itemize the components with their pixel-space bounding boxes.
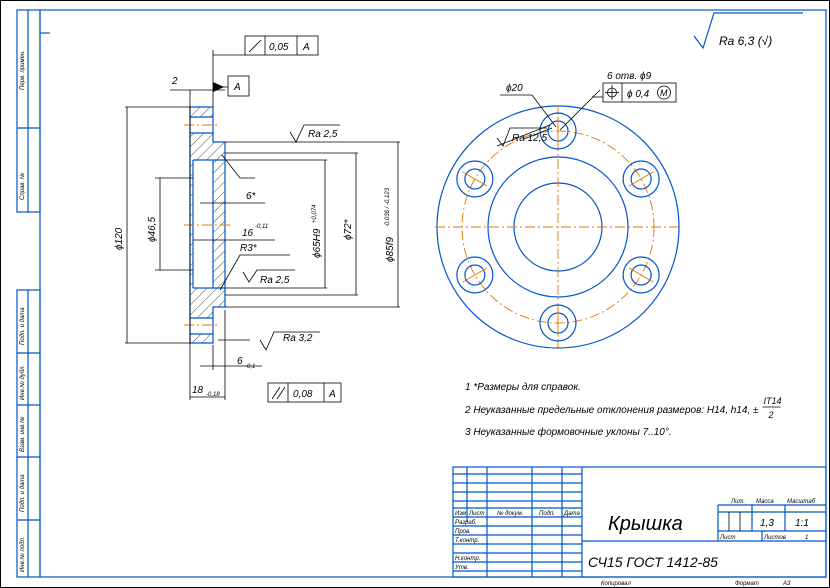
- svg-text:Ra 6,3 (√): Ra 6,3 (√): [719, 34, 772, 48]
- svg-text:2: 2: [171, 76, 178, 87]
- svg-text:-0,11: -0,11: [255, 224, 268, 230]
- side-stamp: Перв. примен. Справ. № Подп. и дата Инв.…: [16, 9, 50, 578]
- svg-text:ϕ120: ϕ120: [114, 227, 125, 250]
- note2-fraction: IT14 2: [762, 396, 782, 420]
- svg-text:6 отв. ϕ9: 6 отв. ϕ9: [607, 71, 652, 82]
- svg-text:ϕ20: ϕ20: [506, 83, 523, 94]
- svg-text:Пров.: Пров.: [455, 529, 471, 535]
- bolt-hole: [539, 304, 577, 342]
- svg-text:Н.контр.: Н.контр.: [455, 556, 480, 562]
- svg-text:Подп.: Подп.: [539, 511, 555, 517]
- roughness-top: Ra 2,5: [289, 124, 340, 143]
- bolt-hole: [622, 256, 660, 294]
- svg-text:-0,1: -0,1: [245, 364, 255, 370]
- stamp-label: Справ. №: [19, 172, 26, 200]
- svg-text:ϕ46,5: ϕ46,5: [147, 217, 158, 242]
- svg-text:ϕ85f9: ϕ85f9: [385, 237, 396, 262]
- svg-text:Ra 2,5: Ra 2,5: [308, 129, 338, 140]
- svg-text:1:1: 1:1: [795, 518, 809, 529]
- svg-text:A3: A3: [782, 581, 791, 587]
- svg-text:Изм: Изм: [455, 511, 466, 517]
- stamp-label: Взам. инв.№: [19, 416, 26, 452]
- title-block: Изм Лист № докум. Подп. Дата Разраб. Про…: [452, 466, 827, 587]
- bolt-hole: [622, 160, 660, 198]
- svg-text:16: 16: [242, 228, 254, 239]
- svg-text:-0,036 / -0,123: -0,036 / -0,123: [385, 187, 391, 227]
- svg-text:2: 2: [767, 410, 773, 420]
- material: СЧ15 ГОСТ 1412-85: [588, 554, 718, 570]
- svg-text:Ra 12,5: Ra 12,5: [512, 133, 547, 144]
- svg-text:Масштаб: Масштаб: [787, 499, 816, 505]
- stamp-label: Инв.№ дубл.: [19, 365, 26, 400]
- bolt-hole: [456, 160, 494, 198]
- svg-text:IT14: IT14: [763, 396, 781, 406]
- datum-frame: [227, 75, 250, 97]
- svg-text:A: A: [233, 82, 241, 93]
- runout-frame: 0,05 A: [244, 35, 319, 56]
- svg-text:Лист: Лист: [468, 511, 484, 517]
- roughness-bottom: Ra 3,2: [259, 331, 320, 351]
- svg-text:1 *Размеры для справок.: 1 *Размеры для справок.: [465, 382, 581, 393]
- svg-text:Лит.: Лит.: [730, 499, 745, 505]
- general-roughness: Ra 6,3 (√): [693, 12, 803, 50]
- svg-text:Копировал: Копировал: [601, 581, 631, 587]
- svg-text:1: 1: [805, 535, 808, 541]
- svg-text:Масса: Масса: [756, 499, 774, 505]
- svg-text:M: M: [660, 88, 668, 98]
- svg-text:Ra 2,5: Ra 2,5: [260, 275, 290, 286]
- technical-notes: 1 *Размеры для справок. 2 Неуказанные пр…: [464, 382, 782, 438]
- svg-text:Формат: Формат: [735, 581, 759, 587]
- svg-text:Листов: Листов: [763, 535, 786, 541]
- svg-text:ϕ72*: ϕ72*: [343, 218, 354, 240]
- svg-text:Т.контр.: Т.контр.: [455, 538, 479, 544]
- svg-text:18: 18: [192, 385, 204, 396]
- svg-text:Утв.: Утв.: [454, 565, 469, 571]
- plan-view: Ra 12,5 ϕ20 6 отв. ϕ9 ϕ 0,4 M: [435, 71, 682, 350]
- svg-text:2 Неуказанные предельные откло: 2 Неуказанные предельные отклонения разм…: [464, 405, 759, 416]
- position-frame: ϕ 0,4 M: [602, 82, 677, 103]
- svg-text:A: A: [328, 389, 336, 400]
- stamp-label: Инв.№ подл.: [19, 536, 26, 572]
- svg-text:Ra 3,2: Ra 3,2: [283, 333, 313, 344]
- svg-text:6*: 6*: [246, 191, 257, 202]
- svg-text:Дата: Дата: [563, 511, 580, 517]
- svg-text:3 Неуказанные формовочные укло: 3 Неуказанные формовочные уклоны 7..10°.: [465, 426, 672, 438]
- part-name: Крышка: [608, 513, 683, 535]
- svg-text:A: A: [302, 42, 310, 53]
- stamp-label: Подп. и дата: [20, 474, 26, 512]
- svg-text:ϕ65H9: ϕ65H9: [312, 228, 323, 258]
- svg-text:0,08: 0,08: [293, 389, 313, 400]
- svg-text:№ докум.: № докум.: [497, 510, 523, 517]
- bolt-hole: [539, 112, 577, 150]
- svg-text:Разраб.: Разраб.: [455, 520, 477, 526]
- parallel-frame: 0,08 A: [267, 382, 342, 403]
- inner-frame: [39, 9, 827, 578]
- svg-text:ϕ 0,4: ϕ 0,4: [627, 89, 650, 100]
- stamp-label: Подп. и дата: [20, 307, 26, 345]
- svg-text:+0,074: +0,074: [312, 204, 318, 223]
- svg-text:R3*: R3*: [240, 243, 258, 254]
- svg-text:1,3: 1,3: [760, 518, 774, 529]
- bolt-hole: [456, 256, 494, 294]
- roughness-mid: Ra 2,5: [242, 269, 295, 286]
- stamp-label: Перв. примен.: [20, 50, 26, 90]
- svg-text:0,05: 0,05: [269, 42, 289, 53]
- svg-text:-0,18: -0,18: [206, 392, 220, 398]
- section-view: 0,05 A A 0,08 A 2 ϕ120 ϕ46,5 6* 16 -0,11…: [114, 35, 400, 403]
- svg-text:Лист: Лист: [719, 535, 735, 541]
- svg-text:6: 6: [237, 356, 243, 367]
